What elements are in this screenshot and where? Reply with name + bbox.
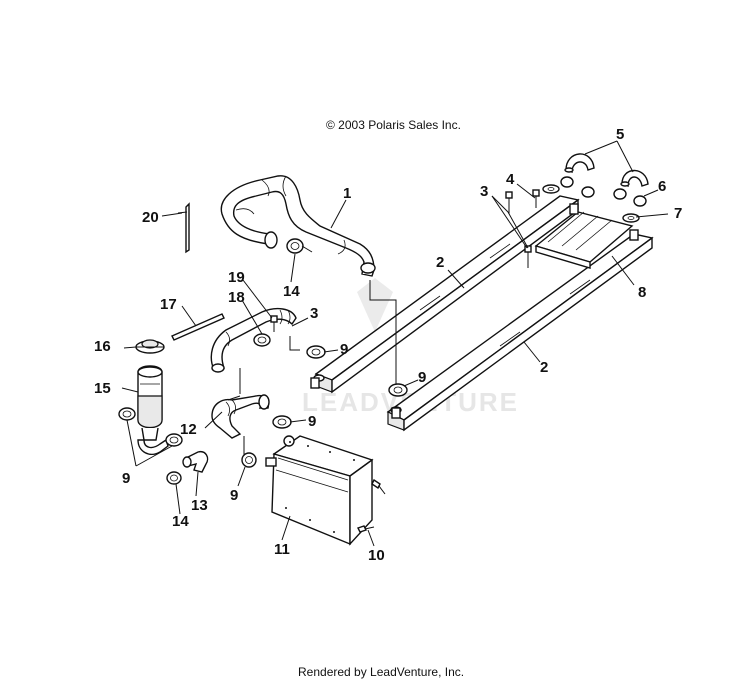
part-15-reservoir (137, 365, 169, 456)
part-20-rod (177, 202, 190, 254)
part-8-plate (534, 211, 634, 269)
callout-8: 8 (638, 284, 646, 301)
callout-11: 11 (274, 541, 290, 558)
part-2-cooler-lower (386, 233, 654, 432)
callout-1: 1 (343, 185, 351, 202)
callout-16: 16 (94, 338, 111, 355)
part-14-clamp-lower (166, 471, 182, 485)
callout-5: 5 (616, 126, 624, 143)
callout-7: 7 (674, 205, 682, 222)
footer-credit: Rendered by LeadVenture, Inc. (298, 665, 465, 679)
part-10-screws (357, 478, 386, 533)
part-9-clamp-rail (388, 383, 408, 397)
callout-2-upper: 2 (436, 254, 444, 271)
callout-labels: 1 2 2 3 3 4 5 6 7 8 9 9 9 9 9 10 11 12 1… (94, 126, 682, 564)
callout-6: 6 (658, 178, 666, 195)
part-4-bolt (532, 189, 540, 208)
part-3-fitting-small (270, 315, 278, 332)
part-9-clamp-elbow (272, 415, 292, 429)
callout-15: 15 (94, 380, 111, 397)
part-11-heat-exchanger (265, 435, 374, 546)
callout-3-left: 3 (310, 305, 318, 322)
part-9-clamp-left (241, 452, 257, 468)
callout-20: 20 (142, 209, 159, 226)
callout-2-lower: 2 (540, 359, 548, 376)
callout-9-a: 9 (340, 341, 348, 358)
part-1-hose (220, 175, 376, 277)
part-9-clamp-bottle-b (165, 433, 183, 447)
callout-9-b: 9 (418, 369, 426, 386)
part-14-clamp-upper (286, 238, 313, 254)
callout-9-d: 9 (230, 487, 238, 504)
callout-12: 12 (180, 421, 197, 438)
part-7-washers (542, 184, 640, 223)
callout-13: 13 (191, 497, 208, 514)
callout-17: 17 (160, 296, 177, 313)
part-12-elbow-hose (211, 394, 270, 439)
callout-4: 4 (506, 171, 515, 188)
callout-19: 19 (228, 269, 245, 286)
callout-10: 10 (368, 547, 385, 564)
part-13-hose (182, 450, 209, 473)
part-2-cooler-upper (313, 195, 580, 394)
part-3-fittings (505, 191, 532, 268)
part-9-clamp-bottle-a (118, 407, 136, 421)
part-5-u-hoses (564, 153, 649, 187)
callout-9-e: 9 (122, 470, 130, 487)
part-18-clamp (253, 333, 271, 347)
copyright-notice: © 2003 Polaris Sales Inc. (326, 118, 461, 132)
part-16-cap (135, 339, 165, 354)
callout-18: 18 (228, 289, 245, 306)
callout-14-upper: 14 (283, 283, 300, 300)
part-17-rod (171, 313, 225, 341)
part-19-hose (210, 307, 297, 373)
callout-14-lower: 14 (172, 513, 189, 530)
leader-lines (121, 140, 669, 547)
part-9-clamp-a (306, 345, 326, 359)
rail-end-fittings (310, 203, 639, 419)
callout-9-c: 9 (308, 413, 316, 430)
callout-3-right: 3 (480, 183, 488, 200)
part-6-clamps (560, 176, 647, 207)
